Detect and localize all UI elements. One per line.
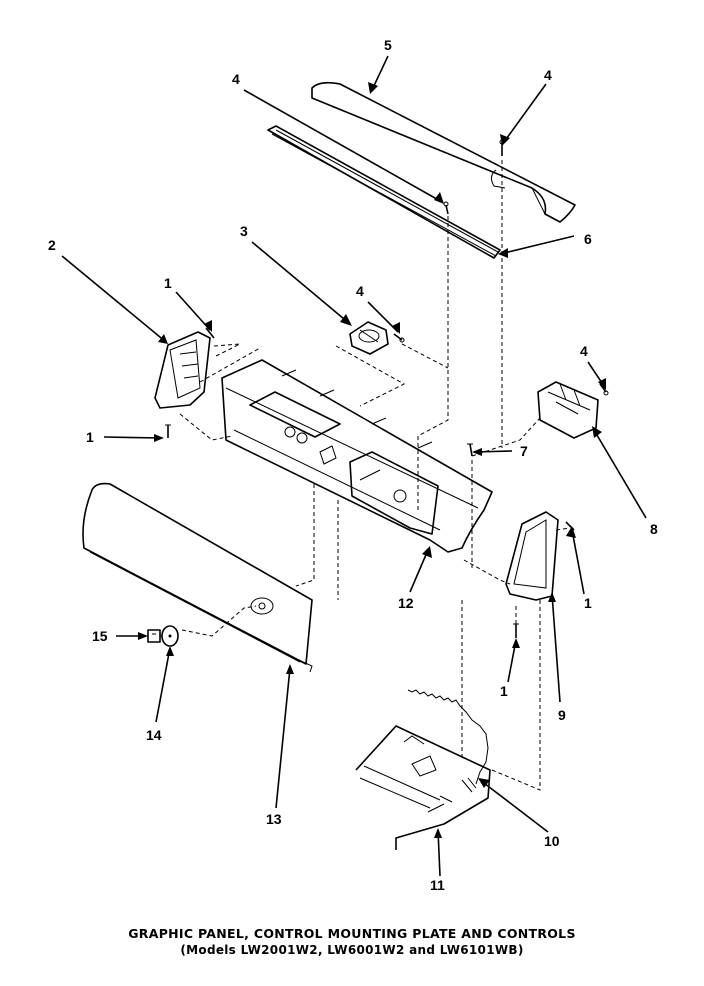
- callout-labels: 5 4 4 6 2 3 1 4 4 1 7 8 12 1 15 14 1 9 1…: [48, 37, 658, 893]
- alignment-lines: [160, 160, 571, 791]
- arrowheads: [138, 82, 606, 838]
- callout-11: 11: [430, 877, 445, 893]
- diagram-subtitle: (Models LW2001W2, LW6001W2 and LW6101WB): [180, 943, 524, 957]
- part-8-timer: [537, 381, 599, 439]
- callout-1-right: 1: [584, 595, 592, 611]
- part-3-control-switch: [349, 321, 389, 355]
- callout-1-bottom: 1: [500, 683, 508, 699]
- callout-5: 5: [384, 37, 392, 53]
- callout-14: 14: [146, 727, 162, 743]
- callout-4-mid: 4: [356, 283, 364, 299]
- screw-4-right: [599, 383, 609, 396]
- screw-4-top-left: [443, 201, 449, 215]
- part-5-top-cover: [311, 81, 576, 223]
- callout-13: 13: [266, 811, 282, 827]
- callout-12: 12: [398, 595, 414, 611]
- diagram-title: GRAPHIC PANEL, CONTROL MOUNTING PLATE AN…: [128, 926, 576, 941]
- screw-1-bottom: [513, 623, 519, 638]
- part-9-right-end-bracket: [505, 511, 559, 601]
- callout-3: 3: [240, 223, 248, 239]
- part-13-graphic-panel: [82, 482, 313, 673]
- callout-1-left: 1: [86, 429, 94, 445]
- part-2-left-end-bracket: [154, 331, 211, 409]
- callout-4-top-right: 4: [544, 67, 552, 83]
- screw-1-left: [165, 424, 171, 438]
- part-11-console-base: [355, 725, 491, 850]
- part-10-wire-harness: [407, 689, 489, 793]
- callout-4-right: 4: [580, 343, 588, 359]
- screw-4-mid: [393, 333, 405, 343]
- callout-2: 2: [48, 237, 56, 253]
- callout-10: 10: [544, 833, 560, 849]
- part-15-button: [147, 629, 161, 643]
- screw-1-top: [205, 327, 215, 339]
- callout-6: 6: [584, 231, 592, 247]
- callout-9: 9: [558, 707, 566, 723]
- part-14-knob: [161, 625, 179, 647]
- callout-7: 7: [520, 443, 528, 459]
- screw-7: [467, 443, 473, 457]
- callout-1-top: 1: [164, 275, 172, 291]
- part-6-trim-strip: [267, 125, 501, 259]
- callout-4-top-left: 4: [232, 71, 240, 87]
- callout-8: 8: [650, 521, 658, 537]
- callout-15: 15: [92, 628, 108, 644]
- part-12-control-mounting-plate: [221, 359, 493, 553]
